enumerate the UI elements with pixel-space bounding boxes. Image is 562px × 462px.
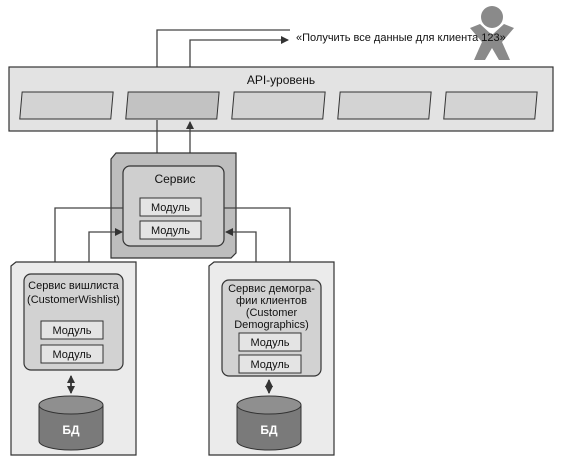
service-module-1-label: Модуль [151,202,190,214]
wishlist-module-1 [40,320,104,340]
request-text: «Получить все данные для клиента 123» [296,32,506,44]
api-endpoint-2[interactable] [125,91,220,120]
wishlist-service-box: Сервис вишлиста (CustomerWishlist) Модул… [10,261,137,456]
demographics-title-line-4: Demographics) [234,319,309,331]
demographics-module-1 [238,332,302,352]
wishlist-title-line-1: Сервис вишлиста [28,280,120,292]
demographics-module-1-label: Модуль [251,337,290,349]
wishlist-db-label: БД [62,423,80,437]
api-endpoint-5[interactable] [443,91,538,120]
demographics-title-line-3: (Customer [246,307,298,319]
demographics-title-line-1: Сервис демогра- [228,283,315,295]
service-module-2 [139,220,202,240]
demographics-service-box: Сервис демогра- фии клиентов (Customer D… [208,261,335,456]
service-module-2-label: Модуль [151,225,190,237]
api-layer: API-уровень [8,66,554,132]
service-module-1 [139,197,202,217]
api-layer-title: API-уровень [247,73,315,87]
demographics-module-2-label: Модуль [251,359,290,371]
demographics-title-line-2: фии клиентов [236,295,307,307]
demographics-db-label: БД [260,423,278,437]
wishlist-module-2-label: Модуль [53,349,92,361]
service-title: Сервис [154,172,195,186]
wishlist-module-2 [40,344,104,364]
demographics-module-2 [238,354,302,374]
api-endpoint-3[interactable] [231,91,326,120]
service-box: Сервис Модуль Модуль [110,152,237,259]
api-endpoint-4[interactable] [337,91,432,120]
wishlist-title-line-2: (CustomerWishlist) [27,294,120,306]
wishlist-database-icon [38,395,104,451]
demographics-database-icon [236,395,302,451]
user-icon [470,6,514,60]
wishlist-module-1-label: Модуль [53,325,92,337]
api-endpoint-1[interactable] [19,91,114,120]
